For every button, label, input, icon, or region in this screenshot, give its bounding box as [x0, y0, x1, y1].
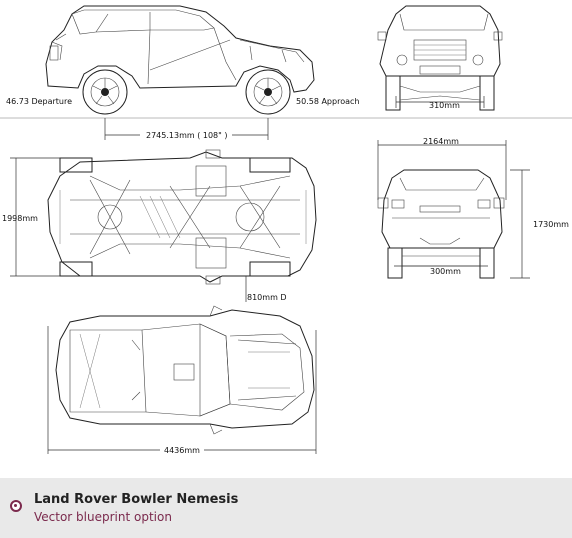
- blueprint-drawing: 2745.13mm ( 108" ) 46.73 Departure 50.58…: [0, 5, 572, 455]
- caption-bar: Land Rover Bowler Nemesis Vector bluepri…: [0, 478, 572, 538]
- chassis-view: 1998mm 810mm D: [2, 149, 317, 302]
- side-front-wheel: [245, 69, 291, 115]
- body-width-label: 1998mm: [2, 214, 38, 223]
- departure-angle-label: 46.73 Departure: [6, 97, 72, 106]
- top-view: 4436mm: [47, 305, 317, 455]
- rear-view: 2164mm 1730mm 300mm: [377, 137, 569, 279]
- caption-title: Land Rover Bowler Nemesis: [34, 492, 239, 507]
- rear-track-label: 300mm: [430, 267, 461, 276]
- caption-subtitle: Vector blueprint option: [34, 510, 172, 524]
- ground-clearance-label: 810mm D: [247, 293, 287, 302]
- approach-angle-label: 50.58 Approach: [296, 97, 359, 106]
- height-label: 1730mm: [533, 220, 569, 229]
- side-view: 2745.13mm ( 108" ) 46.73 Departure 50.58…: [0, 5, 572, 140]
- side-rear-wheel: [82, 69, 128, 115]
- front-track-label: 310mm: [429, 101, 460, 110]
- front-view: 310mm: [377, 5, 503, 111]
- rear-width-label: 2164mm: [423, 137, 459, 146]
- bullet-icon: [10, 500, 22, 512]
- wheelbase-label: 2745.13mm ( 108" ): [146, 131, 228, 140]
- length-label: 4436mm: [164, 446, 200, 455]
